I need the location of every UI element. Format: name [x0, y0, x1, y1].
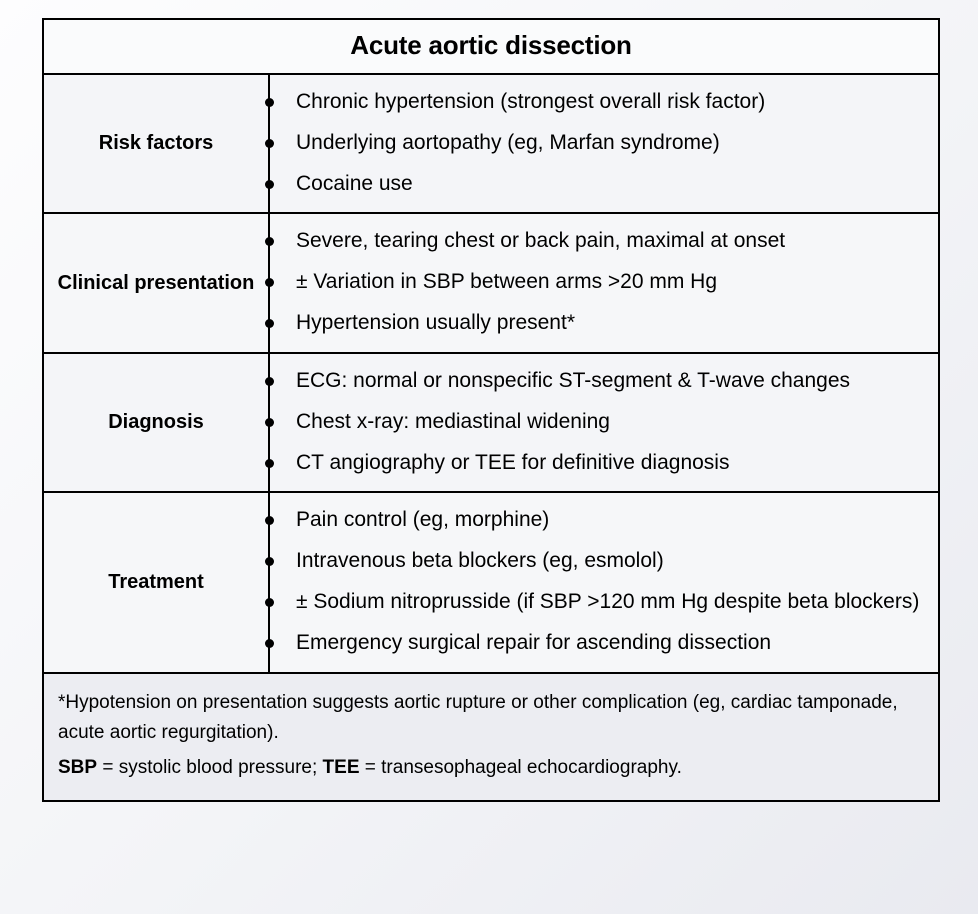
list-item: Pain control (eg, morphine): [265, 505, 924, 537]
footnote-note: *Hypotension on presentation suggests ao…: [58, 691, 898, 744]
list-item-text: Underlying aortopathy (eg, Marfan syndro…: [296, 130, 720, 154]
list-item: CT angiography or TEE for definitive dia…: [265, 448, 924, 480]
table-title: Acute aortic dissection: [350, 30, 632, 60]
row-content-cell: Pain control (eg, morphine) Intravenous …: [265, 493, 938, 672]
bullet-icon: [265, 458, 274, 468]
bullet-icon: [265, 319, 274, 329]
bullet-icon: [265, 597, 274, 607]
aortic-dissection-table: Acute aortic dissection Risk factors Chr…: [42, 18, 940, 802]
row-content-cell: Severe, tearing chest or back pain, maxi…: [265, 214, 938, 352]
list-item-text: Hypertension usually present*: [296, 311, 575, 335]
abbreviation-term: TEE: [322, 757, 360, 779]
list-item: Chest x-ray: mediastinal widening: [265, 407, 924, 439]
list-item-text: Intravenous beta blockers (eg, esmolol): [296, 549, 664, 573]
bullet-icon: [265, 138, 274, 148]
row-label: Risk factors: [98, 132, 214, 155]
list-item-text: Chest x-ray: mediastinal widening: [296, 409, 610, 433]
list-item: ECG: normal or nonspecific ST-segment & …: [265, 366, 924, 398]
list-item-text: Emergency surgical repair for ascending …: [296, 630, 772, 654]
list-item-text: Cocaine use: [296, 171, 413, 195]
table-footnote: *Hypotension on presentation suggests ao…: [44, 673, 938, 800]
list-item: Emergency surgical repair for ascending …: [265, 628, 924, 660]
list-item: Severe, tearing chest or back pain, maxi…: [265, 226, 924, 258]
list-item-text: ± Sodium nitroprusside (if SBP >120 mm H…: [296, 589, 920, 613]
table-row-diagnosis: Diagnosis ECG: normal or nonspecific ST-…: [44, 353, 938, 494]
bullet-icon: [265, 278, 274, 288]
bullet-icon: [265, 516, 274, 526]
list-item: ± Variation in SBP between arms >20 mm H…: [265, 267, 924, 299]
abbreviation-definition: = transesophageal echocardiography.: [359, 757, 682, 779]
table-row-clinical-presentation: Clinical presentation Severe, tearing ch…: [44, 214, 938, 354]
row-label: Diagnosis: [108, 411, 204, 434]
row-label-cell: Risk factors: [44, 75, 268, 212]
list-item-text: Chronic hypertension (strongest overall …: [296, 90, 766, 113]
list-item-text: ECG: normal or nonspecific ST-segment & …: [296, 368, 851, 392]
table-title-row: Acute aortic dissection: [44, 20, 938, 75]
row-label: Treatment: [108, 570, 204, 593]
row-content-cell: ECG: normal or nonspecific ST-segment & …: [265, 353, 938, 492]
list-item-text: CT angiography or TEE for definitive dia…: [296, 450, 730, 474]
list-item: Cocaine use: [265, 169, 924, 201]
bullet-icon: [265, 98, 274, 107]
list-item-text: ± Variation in SBP between arms >20 mm H…: [296, 270, 718, 294]
list-item: Underlying aortopathy (eg, Marfan syndro…: [265, 128, 924, 160]
bullet-icon: [265, 376, 274, 386]
row-label-cell: Clinical presentation: [44, 214, 268, 351]
bullet-icon: [265, 638, 274, 648]
row-label-cell: Treatment: [44, 493, 268, 671]
list-item: Intravenous beta blockers (eg, esmolol): [265, 546, 924, 578]
abbreviation-term: SBP: [58, 757, 98, 779]
table-row-risk-factors: Risk factors Chronic hypertension (stron…: [44, 75, 938, 215]
list-item-text: Severe, tearing chest or back pain, maxi…: [296, 229, 786, 253]
row-label: Clinical presentation: [57, 271, 255, 294]
row-content-cell: Chronic hypertension (strongest overall …: [265, 75, 938, 213]
footnote-abbreviations: SBP = systolic blood pressure; TEE = tra…: [58, 753, 924, 784]
list-item: Chronic hypertension (strongest overall …: [265, 87, 924, 119]
list-item: ± Sodium nitroprusside (if SBP >120 mm H…: [265, 587, 924, 619]
bullet-icon: [265, 557, 274, 567]
row-label-cell: Diagnosis: [44, 354, 268, 491]
abbreviation-definition: = systolic blood pressure;: [97, 757, 323, 779]
bullet-icon: [265, 237, 274, 247]
table-row-treatment: Treatment Pain control (eg, morphine) In…: [44, 493, 938, 674]
bullet-icon: [265, 179, 274, 189]
bullet-icon: [265, 417, 274, 427]
list-item: Hypertension usually present*: [265, 308, 924, 340]
list-item-text: Pain control (eg, morphine): [296, 508, 550, 532]
